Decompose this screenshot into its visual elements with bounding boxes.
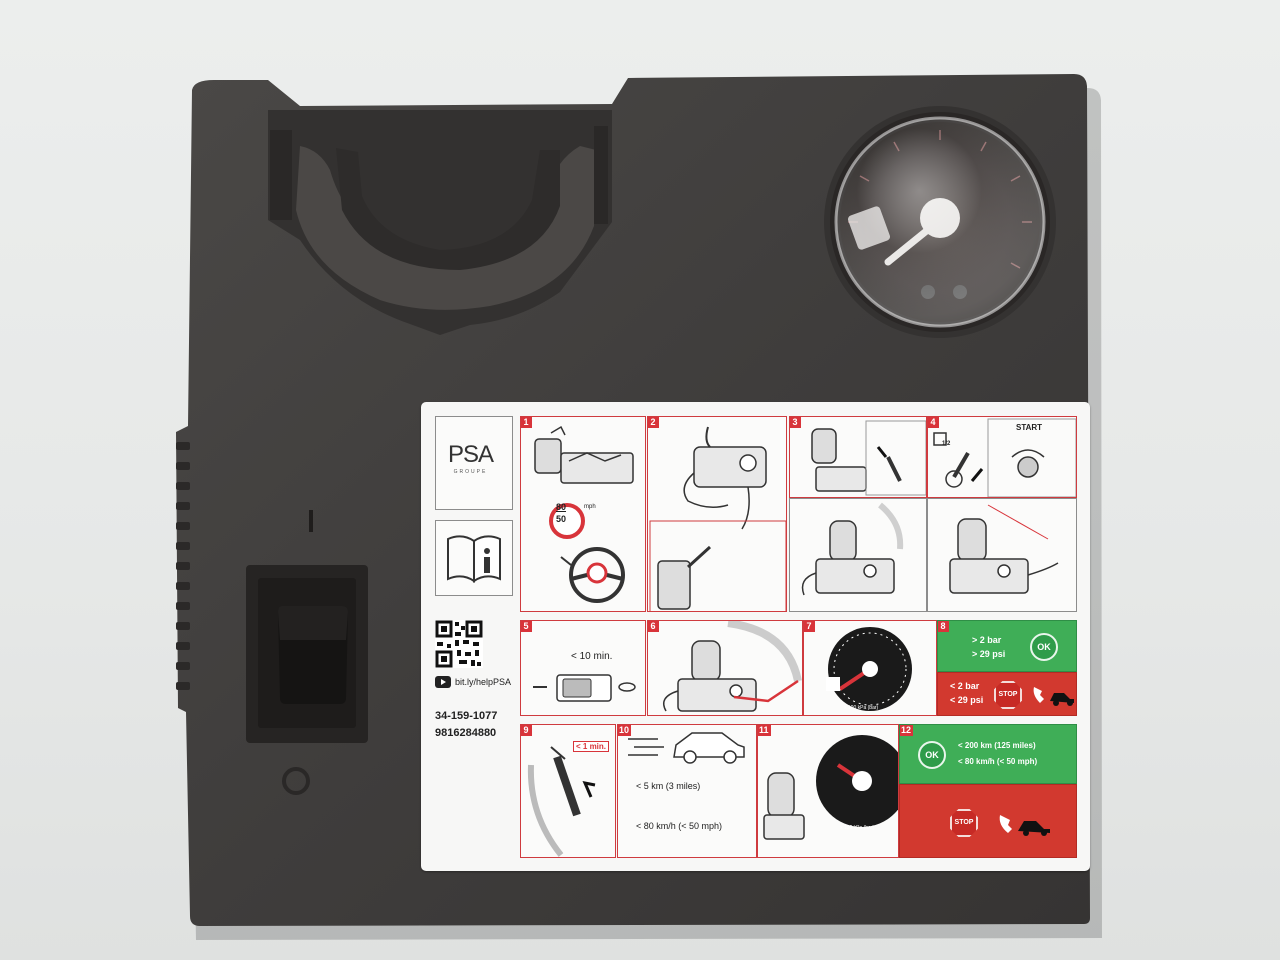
step-number: 1 xyxy=(521,417,532,428)
compressor-connect-illustration xyxy=(649,426,786,611)
step-number: 6 xyxy=(648,621,659,632)
ok-pressure-psi: > 29 psi xyxy=(972,649,1006,659)
gauge-unit: x 100 kPa (bar) xyxy=(840,825,875,831)
step-number: 10 xyxy=(618,725,632,736)
step-3-detail xyxy=(789,498,927,612)
wait-time: < 1 min. xyxy=(573,741,610,752)
info-manual-icon xyxy=(447,535,501,583)
step-number: 12 xyxy=(900,725,914,736)
step-8-stop: < 2 bar < 29 psi STOP xyxy=(937,672,1077,716)
ratio-text: 1/2 xyxy=(942,441,951,447)
steering-wheel-icon xyxy=(560,547,625,603)
start-text: START xyxy=(1016,423,1043,432)
inflate-time: < 10 min. xyxy=(571,651,613,662)
step-number: 2 xyxy=(648,417,659,428)
step-5: 5 < 10 min. xyxy=(520,620,646,716)
step-8-ok: 8 > 2 bar > 29 psi OK xyxy=(937,620,1077,672)
step-1: 1 80 mph 50 xyxy=(520,416,646,612)
step-6: 6 xyxy=(647,620,803,716)
speed-sign-bottom: 50 xyxy=(556,514,567,524)
compressor-valve-illustration xyxy=(949,504,1059,594)
stop-badge: STOP xyxy=(994,681,1022,709)
step-number: 4 xyxy=(928,417,939,428)
step-12-ok: 12 OK < 200 km (125 miles) < 80 km/h (< … xyxy=(899,724,1077,784)
step-number: 5 xyxy=(521,621,532,632)
pressure-check-illustration xyxy=(763,735,898,840)
brand-sub: GROUPE xyxy=(453,469,488,475)
disconnect-illustration xyxy=(527,746,596,857)
step-7: 7 x 100 kPa (bar) xyxy=(803,620,937,716)
ok-badge: OK xyxy=(918,741,946,769)
stop-pressure-psi: < 29 psi xyxy=(950,695,984,705)
phone-icon xyxy=(1033,687,1044,703)
gauge-unit: x 100 kPa (bar) xyxy=(844,705,879,711)
step-12-stop: STOP xyxy=(899,784,1077,858)
cartridge-attach-illustration xyxy=(811,420,926,496)
valve-connect-illustration xyxy=(933,418,1076,497)
ok-speed: < 80 km/h (< 50 mph) xyxy=(958,757,1038,766)
manual-cell xyxy=(435,520,513,596)
phone-tow-icons xyxy=(999,815,1050,836)
inflation-illustration xyxy=(663,621,802,712)
step-number: 8 xyxy=(938,621,949,632)
step-2: 2 xyxy=(647,416,787,612)
step-4-detail xyxy=(927,498,1077,612)
brand-name: PSA xyxy=(448,441,494,468)
phone-tow-icons xyxy=(1033,687,1074,706)
serial-number: 9816284880 xyxy=(435,727,497,739)
stop-badge: STOP xyxy=(950,809,978,837)
step-4: 4 1/2 START xyxy=(927,416,1077,498)
pressure-gauge-icon xyxy=(826,627,912,711)
distance-limit: < 5 km (3 miles) xyxy=(636,781,701,791)
brand-cell: PSA GROUPE xyxy=(435,416,513,510)
step-number: 11 xyxy=(758,725,771,736)
ok-pressure-bar: > 2 bar xyxy=(972,635,1002,645)
step-number: 7 xyxy=(804,621,815,632)
driving-car-icon xyxy=(628,732,745,764)
step-number: 3 xyxy=(790,417,801,428)
instruction-label: PSA GROUPE xyxy=(421,402,1090,871)
kit-assembly-illustration xyxy=(534,425,634,539)
step-3: 3 xyxy=(789,416,927,498)
speed-limit: < 80 km/h (< 50 mph) xyxy=(636,821,723,831)
compressor-tire-illustration xyxy=(801,502,904,596)
youtube-link-text: bit.ly/helpPSA xyxy=(455,677,512,687)
psa-logo: PSA GROUPE xyxy=(448,441,494,475)
youtube-play-icon xyxy=(435,676,451,688)
youtube-link[interactable]: bit.ly/helpPSA xyxy=(435,676,511,688)
speed-sign-unit: mph xyxy=(584,504,596,510)
step-9: 9 < 1 min. xyxy=(520,724,616,858)
qr-code xyxy=(435,620,483,668)
stop-pressure-bar: < 2 bar xyxy=(950,681,980,691)
switch-on-icon xyxy=(533,674,636,702)
speed-sign-top: 80 xyxy=(556,502,567,512)
part-number: 34-159-1077 xyxy=(435,710,498,722)
step-number: 9 xyxy=(521,725,532,736)
phone-icon xyxy=(999,815,1012,833)
step-10: 10 < 5 km (3 miles) < 80 km/h (< 50 mph) xyxy=(617,724,757,858)
ok-distance: < 200 km (125 miles) xyxy=(958,741,1036,750)
step-11: 11 x 100 kPa (bar) xyxy=(757,724,899,858)
ok-badge: OK xyxy=(1030,633,1058,661)
